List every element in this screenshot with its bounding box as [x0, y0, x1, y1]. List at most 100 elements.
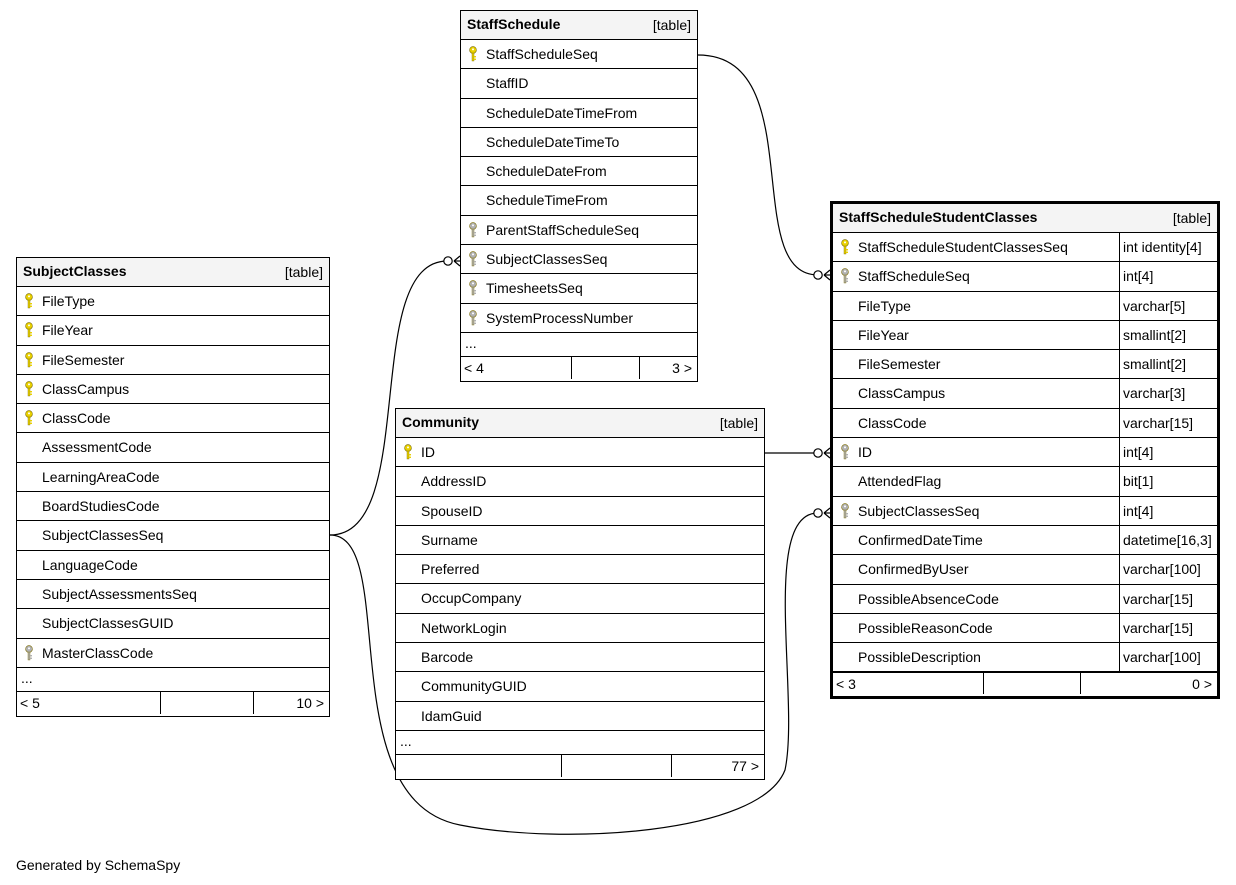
column-row[interactable]: StaffScheduleSeq	[461, 40, 697, 70]
footer-divider	[671, 754, 672, 777]
table-staffschedulestudentclasses[interactable]: StaffScheduleStudentClasses [table] StaffS…	[830, 201, 1220, 699]
foreign-key-icon	[24, 644, 34, 661]
column-row[interactable]: SubjectClassesGUID	[17, 609, 329, 639]
column-row[interactable]: NetworkLogin	[396, 614, 764, 644]
column-name: ParentStaffScheduleSeq	[486, 221, 640, 238]
table-name[interactable]: StaffScheduleStudentClasses	[839, 209, 1038, 225]
column-row[interactable]: ParentStaffScheduleSeq	[461, 216, 697, 246]
table-type-label: [table]	[719, 415, 758, 431]
foreign-key-icon	[468, 309, 478, 326]
column-name: NetworkLogin	[421, 619, 507, 636]
column-row[interactable]: TimesheetsSeq	[461, 274, 697, 304]
parents-count[interactable]: < 5	[20, 694, 40, 711]
column-row[interactable]: Preferred	[396, 555, 764, 585]
column-row[interactable]: ScheduleDateFrom	[461, 157, 697, 187]
column-name: ScheduleDateFrom	[486, 163, 607, 180]
column-row[interactable]: ScheduleTimeFrom	[461, 186, 697, 216]
column-row[interactable]: ID	[396, 438, 764, 468]
column-row[interactable]: FileYear	[17, 316, 329, 346]
column-row[interactable]: SubjectClassesSeq	[17, 521, 329, 551]
column-row[interactable]: OccupCompany	[396, 584, 764, 614]
table-name[interactable]: SubjectClasses	[23, 263, 127, 279]
parents-count[interactable]: < 3	[836, 676, 856, 693]
column-name: SubjectClassesSeq	[42, 527, 164, 544]
column-row[interactable]: ScheduleDateTimeFrom	[461, 99, 697, 128]
column-name: FileSemester	[858, 356, 941, 373]
column-row[interactable]: IdamGuid	[396, 702, 764, 731]
crowfoot-staffschedule-subjectclassesseq	[443, 255, 461, 267]
column-row[interactable]: FileType	[17, 287, 329, 317]
column-name: SubjectClassesGUID	[42, 615, 174, 632]
footer-divider	[561, 754, 562, 777]
children-count[interactable]: 3 >	[672, 359, 692, 376]
column-row[interactable]: AddressID	[396, 467, 764, 497]
column-row[interactable]: Surname	[396, 526, 764, 556]
children-count[interactable]: 0 >	[1192, 676, 1212, 693]
column-row[interactable]: ClassCampus	[17, 375, 329, 405]
column-name: ID	[858, 444, 872, 461]
foreign-key-icon	[840, 268, 850, 284]
primary-key-icon	[24, 293, 34, 309]
column-row[interactable]: MasterClassCode	[17, 639, 329, 668]
primary-key-icon	[24, 410, 34, 426]
more-columns-ellipsis: ...	[396, 731, 764, 755]
primary-key-icon	[840, 239, 850, 255]
column-row[interactable]: ScheduleDateTimeTo	[461, 128, 697, 158]
column-name: ID	[421, 444, 435, 460]
table-name[interactable]: Community	[402, 414, 479, 430]
column-datatype: varchar[100]	[1119, 643, 1217, 672]
foreign-key-icon	[468, 251, 478, 267]
column-name: SystemProcessNumber	[486, 309, 634, 326]
column-row[interactable]: BoardStudiesCode	[17, 492, 329, 522]
column-name: FileYear	[42, 322, 93, 339]
column-row[interactable]: CommunityGUID	[396, 672, 764, 702]
more-columns-ellipsis: ...	[461, 333, 697, 357]
footer-divider	[639, 356, 640, 379]
column-row[interactable]: StaffID	[461, 69, 697, 99]
column-row[interactable]: Barcode	[396, 643, 764, 673]
table-footer: < 3 0 >	[833, 672, 1217, 695]
table-type-label: [table]	[652, 17, 691, 33]
children-count[interactable]: 77 >	[731, 757, 759, 774]
primary-key-icon	[468, 46, 478, 62]
column-row[interactable]: FileSemester smallint[2]	[833, 350, 1217, 380]
generated-by-credit: Generated by SchemaSpy	[16, 857, 181, 873]
crowfoot-id	[813, 447, 831, 459]
footer-divider	[571, 356, 572, 379]
column-row[interactable]: LanguageCode	[17, 551, 329, 580]
column-row[interactable]: LearningAreaCode	[17, 463, 329, 493]
table-type-label: [table]	[1172, 210, 1211, 226]
column-name: StaffScheduleStudentClassesSeq	[858, 239, 1068, 255]
table-header: Community [table]	[396, 409, 764, 438]
column-name: LanguageCode	[42, 556, 138, 573]
column-row[interactable]: AssessmentCode	[17, 433, 329, 463]
column-row[interactable]: SubjectClassesSeq	[461, 245, 697, 275]
column-row[interactable]: SubjectAssessmentsSeq	[17, 580, 329, 610]
column-row[interactable]: ClassCode	[17, 404, 329, 434]
column-row[interactable]: FileSemester	[17, 346, 329, 375]
column-datatype: smallint[2]	[1119, 350, 1217, 379]
table-name[interactable]: StaffSchedule	[467, 16, 561, 32]
column-name: FileYear	[858, 326, 909, 343]
column-row[interactable]: SpouseID	[396, 497, 764, 526]
column-row[interactable]: SystemProcessNumber	[461, 304, 697, 333]
parents-count[interactable]: < 4	[464, 359, 484, 376]
children-count[interactable]: 10 >	[296, 694, 324, 711]
